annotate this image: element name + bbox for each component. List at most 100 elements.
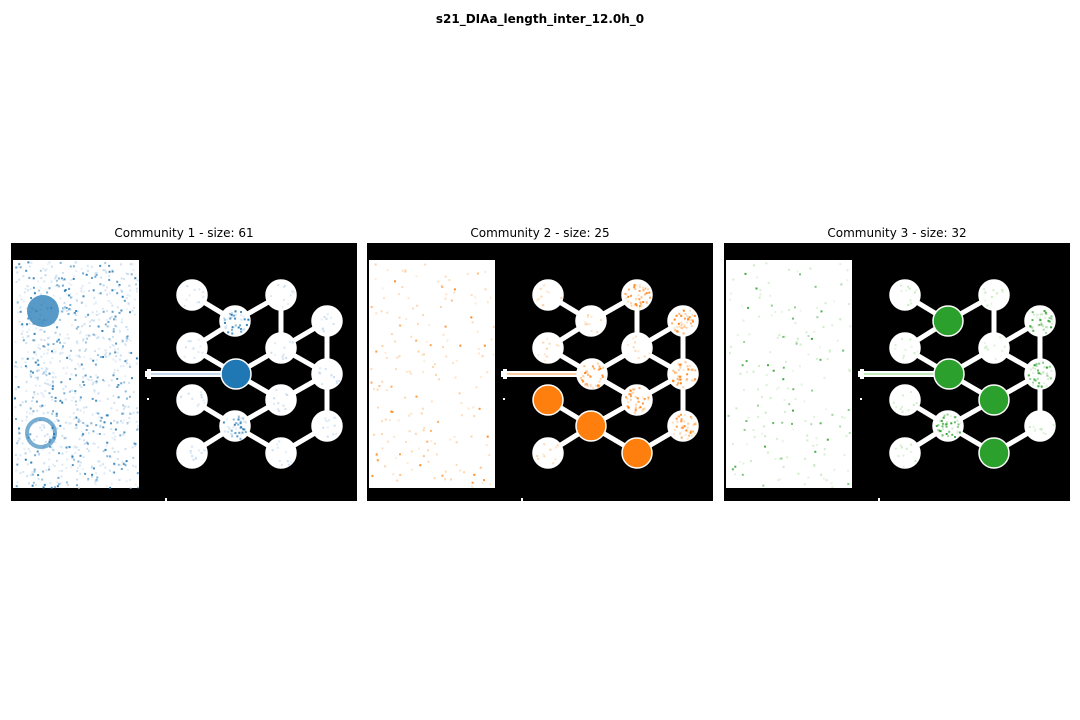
reservoir-speck (430, 440, 433, 443)
reservoir-speck (383, 297, 385, 300)
reservoir-speck (78, 354, 80, 357)
reservoir-speck (41, 404, 44, 407)
chamber-right-col-low (1024, 410, 1056, 442)
chamber-speck (194, 456, 197, 459)
reservoir-speck (115, 360, 117, 363)
chamber-speck (914, 291, 916, 294)
reservoir-speck (783, 399, 786, 401)
chamber-speck (1049, 316, 1052, 319)
reservoir-speck (128, 417, 131, 419)
reservoir-speck (14, 375, 17, 378)
chamber-speck (234, 324, 237, 327)
reservoir-speck (118, 329, 121, 332)
reservoir-speck (72, 396, 75, 399)
reservoir-speck (114, 318, 117, 321)
reservoir-speck (94, 480, 97, 483)
chamber-speck (555, 446, 558, 449)
chamber-speck (686, 426, 689, 429)
chamber-speck (276, 443, 279, 446)
reservoir-speck (104, 353, 107, 356)
edge-tick (503, 398, 505, 400)
chamber-speck (290, 460, 293, 463)
chamber-speck (683, 309, 685, 312)
reservoir-speck (440, 284, 443, 287)
reservoir-speck (106, 414, 109, 417)
reservoir-speck (831, 486, 834, 488)
chamber-speck (983, 288, 986, 291)
chamber-speck (679, 366, 682, 369)
reservoir-speck (59, 399, 62, 402)
chamber-speck (679, 314, 682, 317)
chamber-speck (243, 420, 246, 423)
reservoir-speck (73, 445, 76, 448)
chamber-speck (1036, 316, 1038, 319)
reservoir-speck (97, 318, 100, 321)
reservoir-speck (98, 433, 101, 435)
chamber-speck (589, 383, 592, 386)
chamber-speck (1050, 315, 1053, 318)
panel-community-1: Community 1 - size: 61 (11, 225, 357, 501)
reservoir-speck (72, 277, 75, 280)
reservoir-speck (405, 318, 408, 320)
reservoir-speck (759, 289, 762, 292)
chamber-speck (676, 415, 679, 418)
reservoir-speck (34, 384, 37, 387)
chamber-speck (679, 382, 682, 385)
reservoir-speck (106, 286, 108, 289)
reservoir-speck (806, 439, 809, 442)
chamber-speck (555, 343, 558, 346)
reservoir-speck (74, 261, 77, 264)
reservoir-speck (36, 393, 39, 395)
chamber-speck (692, 369, 695, 372)
reservoir-speck (27, 448, 30, 450)
chamber-speck (638, 298, 641, 301)
chamber-speck (637, 350, 640, 353)
reservoir-speck (772, 422, 775, 425)
chamber-speck (956, 426, 959, 428)
reservoir-speck (810, 423, 813, 426)
chamber-speck (243, 318, 246, 321)
reservoir-speck (373, 433, 376, 436)
reservoir-speck (439, 306, 442, 308)
chamber-speck (627, 288, 630, 291)
reservoir-speck (37, 359, 39, 362)
reservoir-speck (815, 444, 818, 447)
chamber-speck (958, 431, 961, 434)
reservoir-speck (125, 480, 128, 483)
chamber-speck (589, 375, 592, 378)
chamber-speck (648, 291, 651, 294)
reservoir-speck (63, 278, 66, 281)
reservoir-speck (128, 338, 131, 341)
reservoir-speck (70, 359, 73, 362)
reservoir-speck (374, 278, 377, 281)
reservoir-speck (128, 395, 131, 398)
reservoir-speck (381, 447, 384, 450)
reservoir-speck (90, 422, 93, 425)
chamber-speck (674, 428, 676, 431)
reservoir-speck (35, 364, 38, 367)
chamber-speck (640, 305, 643, 308)
chamber-speck (627, 295, 630, 298)
reservoir-speck (22, 300, 25, 303)
reservoir-speck (91, 465, 93, 468)
reservoir-speck (41, 478, 44, 481)
reservoir-speck (27, 289, 30, 292)
reservoir-speck (90, 319, 93, 322)
chamber-speck (684, 313, 687, 315)
reservoir-speck (762, 425, 765, 428)
reservoir-speck (58, 483, 61, 486)
reservoir-speck (51, 357, 54, 360)
chamber-speck (1041, 372, 1044, 375)
reservoir-speck (48, 372, 51, 375)
chamber-speck (946, 413, 949, 416)
reservoir-speck (127, 303, 130, 306)
chamber-speck (644, 293, 647, 296)
chamber-speck (647, 398, 650, 401)
reservoir-speck (106, 455, 109, 458)
chamber-speck (694, 378, 697, 381)
reservoir-speck (16, 463, 19, 466)
reservoir-speck (87, 478, 90, 481)
reservoir-speck (394, 340, 397, 343)
chamber-speck (1040, 322, 1043, 325)
reservoir-speck (124, 464, 127, 467)
